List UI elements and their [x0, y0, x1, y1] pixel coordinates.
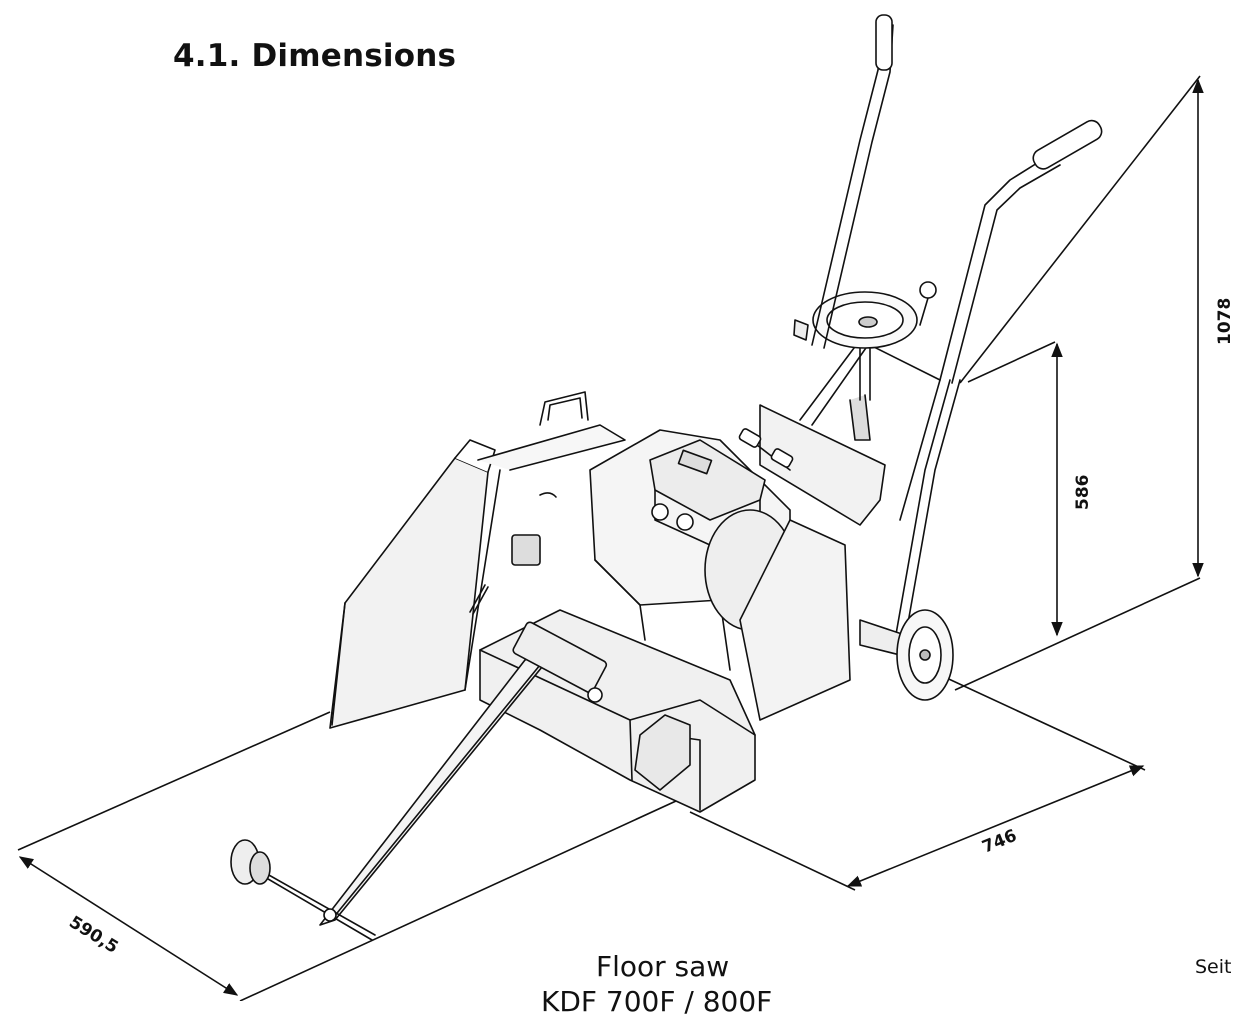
depth-handwheel — [812, 281, 937, 349]
dimension-arrow-746 — [846, 765, 1145, 887]
engine-deck — [738, 404, 886, 526]
blade-guard — [329, 391, 626, 729]
height-extension-bottom — [954, 577, 1201, 691]
depth-extension-right — [924, 667, 1146, 771]
floor-saw-illustration — [230, 14, 1103, 941]
height-extension-top — [959, 75, 1201, 384]
page-label: Seit — [1195, 956, 1232, 978]
dimension-lines — [17, 75, 1204, 1001]
guide-pointer — [230, 621, 608, 941]
caption-title: Floor saw — [596, 950, 730, 983]
width-extension-back — [17, 711, 331, 851]
width-extension-front — [239, 789, 701, 1001]
caption-model: KDF 700F / 800F — [541, 985, 773, 1018]
handle-extension-top — [967, 341, 1056, 383]
depth-extension-left — [689, 811, 856, 891]
side-controls — [469, 319, 809, 615]
dimension-label-590: 590,5 — [65, 912, 121, 957]
motor — [589, 429, 851, 721]
dimension-label-1078: 1078 — [1215, 298, 1235, 345]
dimension-label-586: 586 — [1073, 475, 1093, 511]
rear-wheel — [896, 609, 954, 701]
section-title: 4.1. Dimensions — [173, 38, 457, 74]
dimension-arrow-590 — [18, 856, 239, 996]
handlebars — [811, 14, 1103, 384]
